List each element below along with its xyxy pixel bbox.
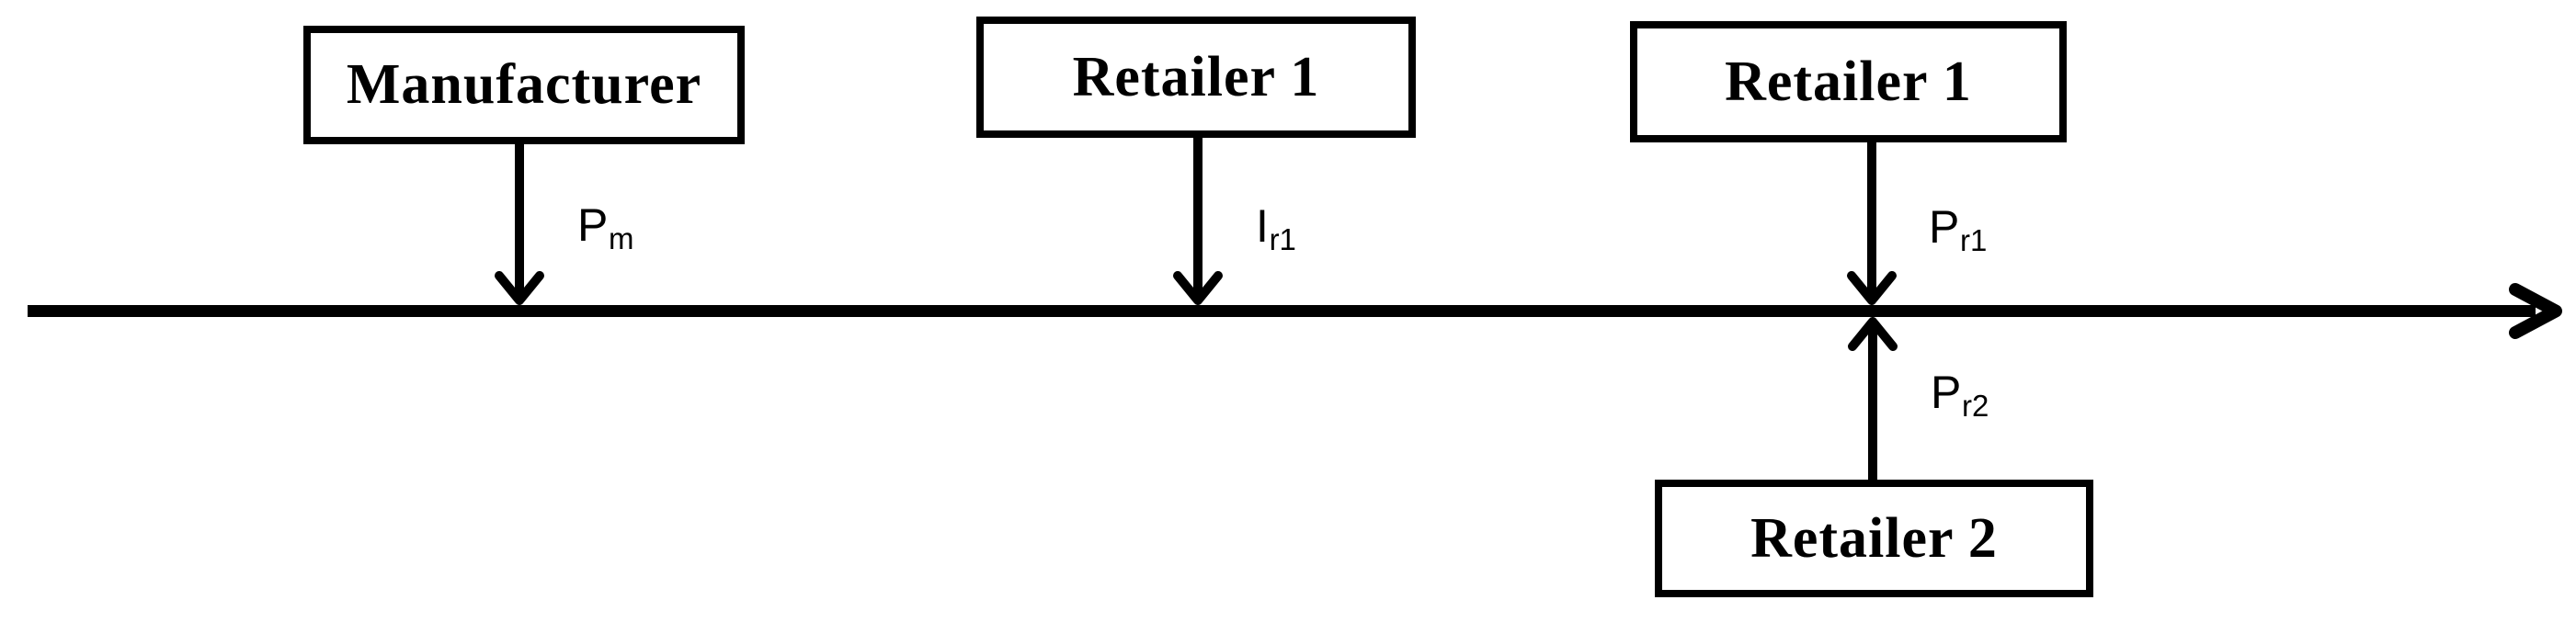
node-manufacturer: Manufacturer [303,26,745,144]
node-retailer1-mid: Retailer 1 [976,17,1416,138]
node-retailer1-right-label: Retailer 1 [1725,50,1972,113]
arrow-pr2-label: Pr2 [1931,367,1989,421]
arrow-pr2-arrowhead-icon [1848,317,1898,351]
arrow-pr2 [1848,317,1898,480]
arrow-ir1-arrowhead-icon [1173,271,1223,305]
node-retailer2-label: Retailer 2 [1750,506,1998,570]
arrow-pr1-label-base: P [1929,201,1960,253]
arrow-pm-arrowhead-icon [495,271,544,305]
arrow-pm-label-sub: m [609,221,634,256]
node-retailer2: Retailer 2 [1655,480,2093,597]
arrow-pr2-label-base: P [1931,367,1962,418]
node-manufacturer-label: Manufacturer [346,53,702,116]
timeline-arrowhead-icon [2509,283,2562,339]
arrow-pr1-arrowhead-icon [1847,271,1897,305]
arrow-pr1 [1847,142,1897,305]
arrow-pm [495,144,544,305]
arrow-pm-label-base: P [577,199,609,251]
timeline-arrow [28,283,2562,339]
node-retailer1-mid-label: Retailer 1 [1072,45,1320,108]
arrow-pm-label: Pm [577,199,634,254]
arrow-ir1 [1173,138,1223,305]
arrow-ir1-label-sub: r1 [1269,222,1296,257]
arrow-pr1-label-sub: r1 [1960,223,1988,258]
arrow-ir1-label: Ir1 [1256,200,1296,255]
node-retailer1-right: Retailer 1 [1630,21,2067,142]
arrow-ir1-label-base: I [1256,200,1269,252]
arrow-pr2-label-sub: r2 [1962,389,1989,424]
arrow-pr1-label: Pr1 [1929,201,1987,255]
